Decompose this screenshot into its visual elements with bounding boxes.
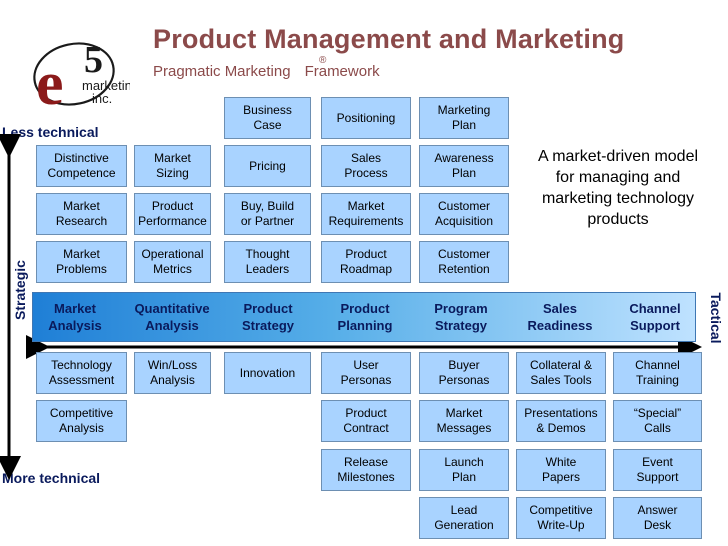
framework-box: Release Milestones <box>321 449 411 491</box>
framework-box-label: Pricing <box>249 158 286 173</box>
framework-box: Product Roadmap <box>321 241 411 283</box>
category-label: Sales Readiness <box>527 301 593 333</box>
framework-box: User Personas <box>321 352 411 394</box>
framework-box: Distinctive Competence <box>36 145 127 187</box>
framework-box-label: Lead Generation <box>434 503 494 532</box>
framework-box: “Special” Calls <box>613 400 702 442</box>
framework-box: Marketing Plan <box>419 97 509 139</box>
category-label: Program Strategy <box>434 301 488 333</box>
framework-box-label: Thought Leaders <box>245 247 290 276</box>
framework-box-label: Competitive Analysis <box>49 406 114 435</box>
framework-box: White Papers <box>516 449 606 491</box>
framework-box-label: White Papers <box>541 455 581 484</box>
framework-box-label: Release Milestones <box>337 455 395 484</box>
framework-box-label: User Personas <box>340 358 392 387</box>
framework-box-label: Customer Retention <box>437 247 490 276</box>
framework-box: Lead Generation <box>419 497 509 539</box>
framework-box-label: Sales Process <box>344 151 388 180</box>
framework-box: Market Requirements <box>321 193 411 235</box>
framework-box-label: Distinctive Competence <box>47 151 116 180</box>
less-technical-label: Less technical <box>2 124 99 140</box>
framework-box-label: Marketing Plan <box>437 103 491 132</box>
framework-box-label: “Special” Calls <box>633 406 682 435</box>
subtitle-main: Pragmatic Marketing <box>153 63 291 80</box>
framework-box-label: Market Messages <box>436 406 492 435</box>
framework-box: Awareness Plan <box>419 145 509 187</box>
page-title: Product Management and Marketing <box>153 24 625 54</box>
framework-box: Market Problems <box>36 241 127 283</box>
framework-box: Buy, Build or Partner <box>224 193 311 235</box>
framework-box-label: Product Roadmap <box>339 247 393 276</box>
framework-box: Collateral & Sales Tools <box>516 352 606 394</box>
framework-box: Channel Training <box>613 352 702 394</box>
framework-box: Product Performance <box>134 193 211 235</box>
category-label: Quantitative Analysis <box>134 301 210 333</box>
framework-box-label: Market Research <box>55 199 108 228</box>
framework-box-label: Product Performance <box>138 199 207 228</box>
framework-box-label: Market Problems <box>56 247 107 276</box>
page-subtitle: Pragmatic Marketing Framework <box>153 63 380 80</box>
framework-box: Answer Desk <box>613 497 702 539</box>
framework-box-label: Event Support <box>636 455 679 484</box>
framework-box-label: Positioning <box>336 110 396 125</box>
category-label: Channel Support <box>629 301 681 333</box>
framework-box-label: Product Contract <box>343 406 389 435</box>
framework-box-label: Collateral & Sales Tools <box>529 358 593 387</box>
framework-box-label: Buy, Build or Partner <box>240 199 295 228</box>
framework-box: Product Contract <box>321 400 411 442</box>
svg-text:5: 5 <box>84 39 103 81</box>
e5-marketing-logo: e 5 marketing inc. <box>33 39 130 118</box>
framework-box-label: Business Case <box>243 103 292 132</box>
svg-text:inc.: inc. <box>92 91 112 106</box>
svg-text:marketing: marketing <box>82 78 130 93</box>
framework-box-label: Buyer Personas <box>438 358 490 387</box>
framework-box: Customer Acquisition <box>419 193 509 235</box>
framework-box: Launch Plan <box>419 449 509 491</box>
svg-text:e: e <box>36 50 64 118</box>
framework-box: Pricing <box>224 145 311 187</box>
framework-box: Customer Retention <box>419 241 509 283</box>
framework-box: Market Research <box>36 193 127 235</box>
more-technical-label: More technical <box>2 470 101 486</box>
subtitle-suffix: Framework <box>304 63 380 80</box>
framework-box: Competitive Analysis <box>36 400 127 442</box>
framework-box-label: Innovation <box>239 365 296 380</box>
framework-box: Event Support <box>613 449 702 491</box>
framework-box-label: Presentations & Demos <box>524 406 598 435</box>
framework-box: Presentations & Demos <box>516 400 606 442</box>
category-label: Product Strategy <box>241 301 295 333</box>
registered-mark: ® <box>319 55 327 66</box>
framework-box: Business Case <box>224 97 311 139</box>
framework-box: Market Messages <box>419 400 509 442</box>
framework-box-label: Launch Plan <box>444 455 484 484</box>
category-band <box>32 292 696 342</box>
framework-box-label: Operational Metrics <box>141 247 204 276</box>
framework-box: Operational Metrics <box>134 241 211 283</box>
framework-box: Competitive Write-Up <box>516 497 606 539</box>
framework-box-label: Channel Training <box>635 358 680 387</box>
framework-box-label: Win/Loss Analysis <box>147 358 198 387</box>
framework-box: Technology Assessment <box>36 352 127 394</box>
framework-box-label: Answer Desk <box>637 503 678 532</box>
framework-box-label: Technology Assessment <box>48 358 115 387</box>
framework-box-label: Market Sizing <box>154 151 191 180</box>
framework-box-label: Competitive Write-Up <box>529 503 593 532</box>
category-label: Market Analysis <box>48 301 102 333</box>
framework-box: Buyer Personas <box>419 352 509 394</box>
framework-box: Innovation <box>224 352 311 394</box>
category-label: Product Planning <box>337 301 393 333</box>
framework-box-label: Market Requirements <box>328 199 404 228</box>
framework-box: Thought Leaders <box>224 241 311 283</box>
framework-box-label: Customer Acquisition <box>434 199 494 228</box>
framework-box: Sales Process <box>321 145 411 187</box>
framework-box: Positioning <box>321 97 411 139</box>
framework-box-label: Awareness Plan <box>434 151 494 180</box>
framework-box: Market Sizing <box>134 145 211 187</box>
tagline: A market-driven model for managing and m… <box>537 148 699 228</box>
framework-box: Win/Loss Analysis <box>134 352 211 394</box>
